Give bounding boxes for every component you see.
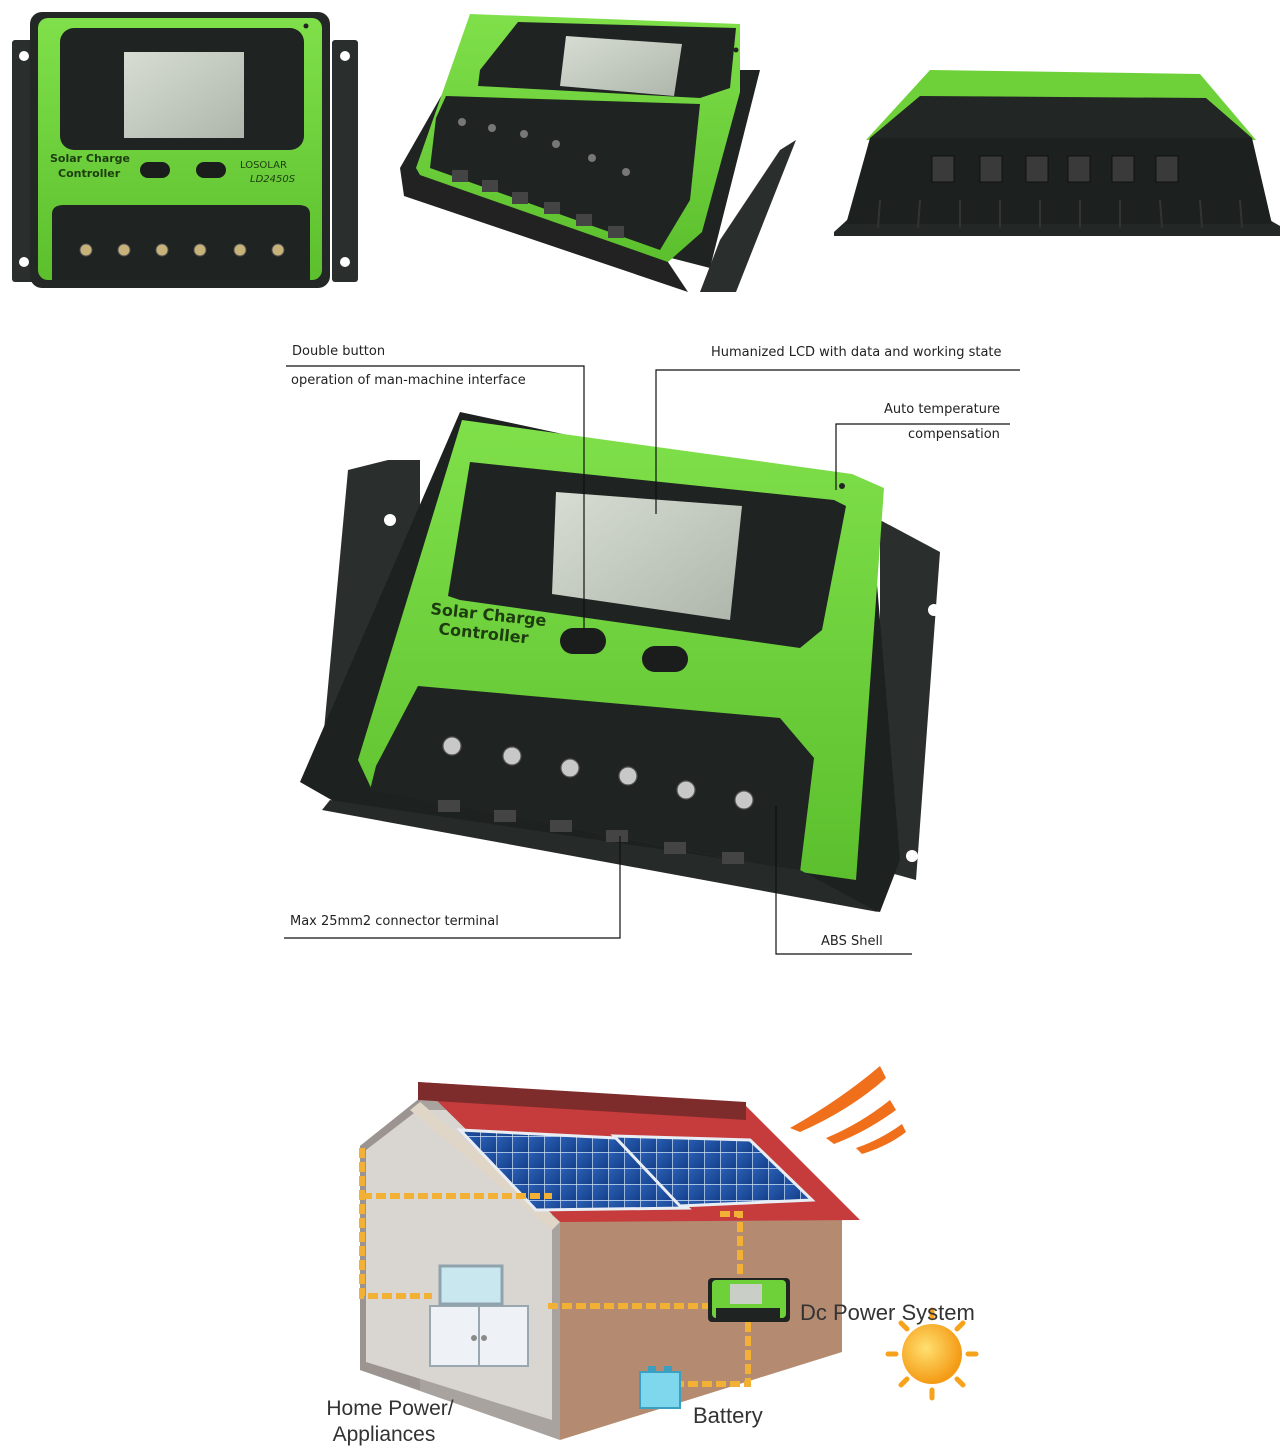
front-name-line2: Controller <box>58 167 121 180</box>
callout-auto-temp-line2: compensation <box>908 427 1000 442</box>
house-system-diagram <box>359 1066 979 1440</box>
callout-auto-temp-line1: Auto temperature <box>884 402 1001 417</box>
callout-double-button-line2: operation of man-machine interface <box>291 373 526 388</box>
front-model: LD2450S <box>250 174 296 185</box>
controller-main-view <box>300 412 940 912</box>
callout-connector: Max 25mm2 connector terminal <box>290 914 499 929</box>
front-name-line1: Solar Charge <box>50 152 130 165</box>
callout-lcd: Humanized LCD with data and working stat… <box>711 345 1002 360</box>
label-home-power-line1: Home Power/ <box>326 1397 454 1420</box>
battery-icon <box>639 1366 681 1409</box>
controller-angled-view <box>400 14 796 292</box>
label-dc-power-system: Dc Power System <box>800 1300 975 1325</box>
label-battery: Battery <box>693 1403 763 1428</box>
callout-lines <box>284 365 1020 955</box>
mini-controller-icon <box>708 1278 790 1322</box>
sun-icon <box>885 1307 979 1401</box>
front-brand: LOSOLAR <box>240 160 287 171</box>
sun-rays-icon <box>790 1066 906 1154</box>
controller-side-view <box>834 70 1280 236</box>
label-home-power-line2: Appliances <box>332 1423 436 1446</box>
callout-abs-shell: ABS Shell <box>821 934 883 949</box>
callout-double-button-line1: Double button <box>292 344 386 359</box>
controller-front-view <box>12 12 358 288</box>
